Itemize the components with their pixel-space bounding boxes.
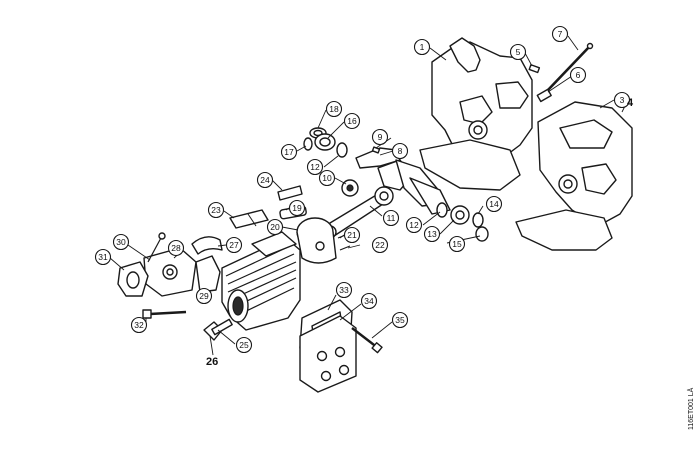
bar-part-23 (229, 209, 269, 229)
spark-plug (203, 318, 233, 341)
circlip-part-22 (339, 245, 351, 251)
callout-33: 33 (335, 281, 353, 299)
callout-34: 34 (360, 292, 378, 310)
callout-7: 7 (551, 25, 569, 43)
crankcase-half-3 (515, 101, 633, 251)
reference-code: 116ET001 LÄ (687, 387, 695, 430)
washer-part-12-lower (436, 202, 448, 218)
washer-part-17 (303, 137, 313, 151)
callout-8: 8 (391, 142, 409, 160)
svg-text:27: 27 (229, 240, 239, 250)
callout-5: 5 (509, 43, 527, 61)
svg-text:15: 15 (452, 239, 462, 249)
svg-text:22: 22 (375, 240, 385, 250)
svg-text:5: 5 (516, 47, 521, 57)
muffler-part-34 (299, 315, 357, 393)
svg-text:30: 30 (116, 237, 126, 247)
svg-text:23: 23 (211, 205, 221, 215)
label-4: 4 (627, 97, 634, 109)
seal-part-14 (472, 212, 484, 228)
callout-27: 27 (225, 236, 243, 254)
callout-24: 24 (256, 171, 274, 189)
svg-text:18: 18 (329, 104, 339, 114)
piston-part-20 (296, 217, 337, 264)
bearing-part-16 (314, 133, 336, 151)
crankshaft-part-8 (355, 147, 451, 215)
callout-17: 17 (280, 143, 298, 161)
callout-30: 30 (112, 233, 130, 251)
screw-part-32 (142, 309, 187, 319)
callout-16: 16 (343, 112, 361, 130)
callout-12-lower: 12 (405, 216, 423, 234)
callout-28: 28 (167, 239, 185, 257)
gasket-part-31 (117, 261, 149, 297)
svg-text:11: 11 (387, 213, 396, 223)
callout-1: 1 (413, 38, 431, 56)
screw-part-35 (351, 327, 383, 354)
callout-25: 25 (235, 336, 253, 354)
svg-text:3: 3 (620, 95, 625, 105)
callout-32: 32 (130, 316, 148, 334)
callout-13: 13 (423, 225, 441, 243)
svg-text:34: 34 (364, 296, 374, 306)
callout-14: 14 (485, 195, 503, 213)
svg-text:12: 12 (310, 162, 320, 172)
callout-23: 23 (207, 201, 225, 219)
svg-text:21: 21 (347, 230, 357, 240)
svg-text:33: 33 (339, 285, 349, 295)
svg-text:13: 13 (427, 229, 437, 239)
crankcase-half-1 (419, 37, 533, 191)
intake-part-29 (195, 255, 221, 293)
callout-21: 21 (343, 226, 361, 244)
svg-text:1: 1 (420, 42, 425, 52)
callout-20: 20 (266, 218, 284, 236)
svg-text:29: 29 (199, 291, 209, 301)
svg-text:17: 17 (284, 147, 294, 157)
svg-text:20: 20 (270, 222, 280, 232)
cylinder-part-25 (221, 231, 301, 331)
svg-text:32: 32 (134, 320, 144, 330)
callout-31: 31 (94, 248, 112, 266)
svg-text:31: 31 (98, 252, 108, 262)
svg-text:12: 12 (409, 220, 419, 230)
svg-text:10: 10 (322, 173, 332, 183)
svg-text:9: 9 (378, 132, 383, 142)
sleeve-part-6 (536, 88, 552, 103)
callout-19: 19 (288, 199, 306, 217)
carburetor-part-28 (143, 232, 197, 297)
callout-22: 22 (371, 236, 389, 254)
needle-cage-part-10 (341, 179, 359, 197)
washer-part-12-upper (336, 142, 348, 158)
svg-text:24: 24 (260, 175, 270, 185)
pin-part-5 (528, 64, 541, 74)
callout-10: 10 (318, 169, 336, 187)
svg-text:25: 25 (239, 340, 249, 350)
callout-11: 11 (382, 209, 400, 227)
svg-text:8: 8 (398, 146, 403, 156)
bearing-part-13 (450, 205, 470, 225)
svg-text:16: 16 (347, 116, 357, 126)
callout-15: 15 (448, 235, 466, 253)
hose-part-27 (191, 236, 223, 255)
svg-text:6: 6 (576, 70, 581, 80)
callout-6: 6 (569, 66, 587, 84)
svg-text:35: 35 (395, 315, 405, 325)
label-26: 26 (206, 356, 218, 368)
callout-35: 35 (391, 311, 409, 329)
callout-3: 3 (613, 91, 631, 109)
callout-9: 9 (371, 128, 389, 146)
svg-text:14: 14 (489, 199, 499, 209)
svg-text:28: 28 (171, 243, 181, 253)
bar-part-24 (277, 185, 303, 201)
callout-29: 29 (195, 287, 213, 305)
seal-part-15 (475, 226, 489, 242)
svg-text:19: 19 (292, 203, 302, 213)
callout-18: 18 (325, 100, 343, 118)
callout-12-upper: 12 (306, 158, 324, 176)
svg-text:7: 7 (558, 29, 563, 39)
key-part-9 (371, 146, 381, 154)
rod-part-7 (547, 42, 594, 91)
